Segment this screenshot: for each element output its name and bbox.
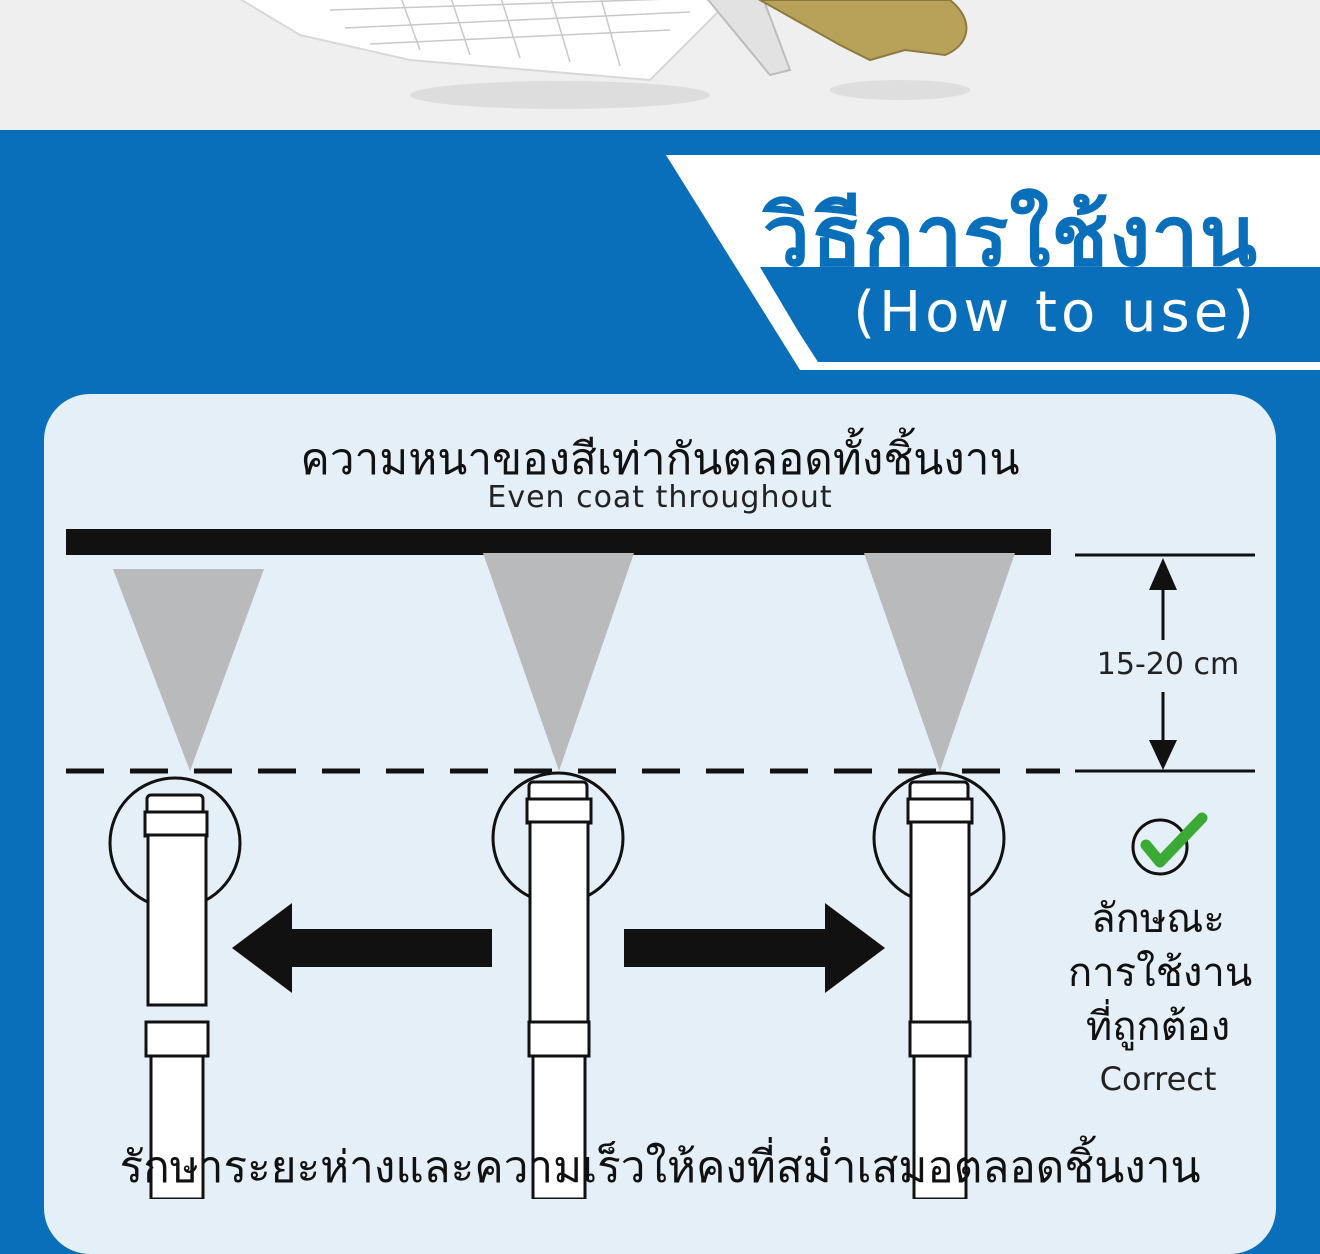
spray-cone: [864, 553, 1015, 771]
title-banner-shape: [666, 155, 1320, 370]
spray-can-left: [108, 776, 242, 1199]
correct-line-2: การใช้งาน: [1068, 950, 1253, 996]
correct-line-1: ลักษณะ: [1091, 896, 1225, 942]
product-photo-band: [0, 0, 1320, 130]
page-title: วิธีการใช้งาน: [762, 187, 1258, 285]
arrow-up-icon: [1149, 558, 1177, 640]
correct-line-3: ที่ถูกต้อง: [1085, 1004, 1231, 1050]
correct-usage-label: ลักษณะ การใช้งาน ที่ถูกต้อง Correct: [1068, 892, 1253, 1104]
page-subtitle: (How to use): [853, 280, 1258, 345]
spray-cone: [483, 553, 634, 771]
correct-english: Correct: [1099, 1060, 1217, 1098]
diagram-heading-english: Even coat throughout: [487, 480, 833, 515]
spray-can-right: [872, 771, 1006, 1199]
spray-can-center: [491, 771, 625, 1199]
spray-cone: [113, 569, 264, 771]
work-surface-bar: [66, 529, 1051, 555]
arrow-right-icon: [624, 903, 885, 993]
arrow-left-icon: [232, 903, 492, 993]
arrow-down-icon: [1149, 692, 1177, 770]
spray-diagram: [66, 529, 1255, 1199]
title-band: [0, 130, 1320, 400]
diagram-heading: ความหนาของสีเท่ากันตลอดทั้งชิ้นงาน: [300, 434, 1020, 485]
product-photo: [239, 0, 970, 109]
bottom-instruction: รักษาระยะห่างและความเร็วให้คงที่สม่ำเสมอ…: [119, 1142, 1201, 1193]
check-circle-icon: [1131, 812, 1208, 876]
distance-label: 15-20 cm: [1078, 647, 1258, 682]
